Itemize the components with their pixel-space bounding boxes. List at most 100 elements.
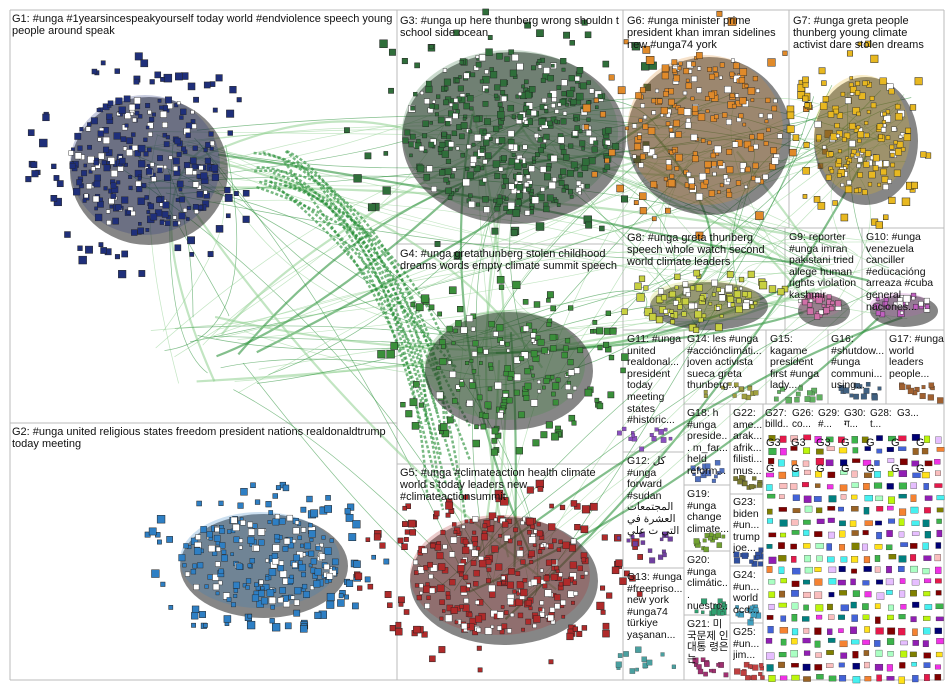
small-group-node bbox=[735, 605, 738, 608]
node bbox=[430, 121, 433, 124]
node bbox=[204, 190, 208, 194]
micro-group-node bbox=[912, 675, 918, 682]
micro-group-node bbox=[852, 615, 858, 622]
node bbox=[483, 160, 487, 164]
outlying-node bbox=[300, 625, 307, 632]
node bbox=[474, 134, 481, 141]
node bbox=[472, 351, 477, 356]
node bbox=[837, 173, 841, 177]
small-group-node bbox=[704, 394, 708, 398]
node bbox=[453, 113, 458, 118]
outlying-node bbox=[805, 103, 810, 108]
outlying-node bbox=[457, 306, 463, 312]
node bbox=[827, 295, 831, 299]
node bbox=[686, 79, 689, 82]
node bbox=[460, 60, 464, 64]
outlying-node bbox=[26, 176, 32, 182]
micro-group-node bbox=[864, 626, 869, 632]
micro-group-node bbox=[937, 495, 945, 500]
node bbox=[146, 126, 149, 129]
node bbox=[473, 581, 478, 586]
node bbox=[484, 349, 489, 354]
outlying-node bbox=[492, 228, 498, 234]
node bbox=[670, 310, 674, 314]
outlying-node bbox=[385, 591, 391, 597]
node bbox=[287, 515, 293, 521]
node bbox=[652, 99, 656, 103]
small-group-node bbox=[639, 532, 644, 537]
node bbox=[116, 204, 122, 210]
outlying-node bbox=[621, 354, 628, 361]
micro-group-node bbox=[828, 615, 834, 620]
node bbox=[661, 107, 668, 114]
micro-group-node bbox=[852, 459, 860, 463]
node bbox=[193, 564, 197, 568]
node bbox=[593, 141, 597, 145]
node bbox=[573, 131, 578, 136]
node bbox=[569, 75, 575, 81]
small-group-node bbox=[794, 397, 799, 402]
node bbox=[146, 228, 149, 231]
micro-group-node bbox=[923, 616, 930, 621]
node bbox=[544, 575, 550, 581]
node bbox=[538, 390, 541, 393]
micro-group-node bbox=[779, 507, 787, 511]
node bbox=[279, 518, 285, 524]
micro-group-node bbox=[899, 591, 905, 598]
node bbox=[554, 120, 557, 123]
node bbox=[231, 602, 235, 606]
node bbox=[462, 547, 469, 554]
node bbox=[98, 131, 104, 137]
node bbox=[730, 72, 734, 76]
node bbox=[864, 121, 868, 125]
outlying-node bbox=[534, 302, 540, 308]
outlying-node bbox=[778, 289, 784, 295]
node bbox=[751, 305, 755, 309]
outlying-node bbox=[447, 417, 453, 423]
node bbox=[227, 597, 231, 601]
node bbox=[201, 526, 207, 532]
node bbox=[856, 153, 860, 157]
outlying-node bbox=[139, 270, 145, 276]
node bbox=[463, 575, 468, 580]
micro-group-node bbox=[937, 519, 942, 524]
micro-group-node bbox=[924, 507, 930, 513]
outlying-node bbox=[243, 216, 250, 223]
node bbox=[686, 83, 692, 89]
outlying-node bbox=[644, 286, 649, 291]
node bbox=[169, 156, 173, 160]
outlying-node bbox=[160, 77, 164, 81]
outlying-node bbox=[569, 415, 575, 421]
micro-group-node bbox=[853, 651, 859, 658]
node bbox=[565, 384, 570, 389]
outlying-node bbox=[639, 193, 646, 200]
micro-group-node bbox=[875, 604, 880, 609]
outlying-node bbox=[876, 222, 883, 229]
node bbox=[239, 539, 243, 543]
node bbox=[86, 184, 91, 189]
small-group-node bbox=[704, 662, 709, 667]
outlying-node bbox=[787, 126, 794, 133]
outlying-node bbox=[546, 298, 550, 302]
node bbox=[862, 190, 867, 195]
micro-group-node bbox=[900, 578, 905, 583]
node bbox=[526, 187, 530, 191]
micro-group-node bbox=[899, 532, 904, 538]
micro-group-node bbox=[766, 484, 772, 490]
micro-group-node bbox=[936, 590, 941, 595]
node bbox=[745, 167, 750, 172]
node bbox=[459, 573, 463, 577]
small-group-node bbox=[872, 395, 878, 401]
node bbox=[720, 184, 723, 187]
node bbox=[854, 188, 858, 192]
node bbox=[75, 133, 81, 139]
outlying-node bbox=[122, 251, 128, 257]
node bbox=[876, 297, 879, 300]
micro-group-node bbox=[778, 555, 786, 561]
outlying-node bbox=[600, 586, 604, 590]
node bbox=[570, 562, 577, 569]
outlying-node bbox=[717, 11, 722, 16]
node bbox=[544, 67, 550, 73]
small-group-node bbox=[704, 547, 709, 552]
